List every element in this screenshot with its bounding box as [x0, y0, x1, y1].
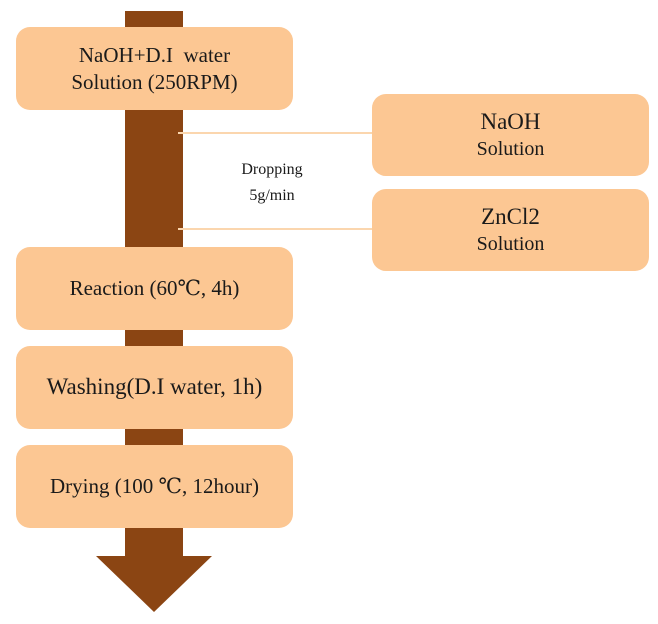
- step-line: Washing(D.I water, 1h): [46, 374, 263, 400]
- step-line: Drying (100 ℃, 12hour): [50, 474, 259, 499]
- dropping-label: Dropping: [241, 161, 303, 178]
- dropping-rate: 5g/min: [249, 187, 295, 204]
- step-washing: Washing(D.I water, 1h): [16, 346, 293, 429]
- input-line: Solution: [476, 137, 545, 160]
- input-zncl2-solution: ZnCl2 Solution: [372, 189, 649, 271]
- step-line: Reaction (60℃, 4h): [69, 276, 240, 301]
- connector-zncl2: [178, 228, 372, 230]
- input-line: NaOH: [480, 109, 541, 135]
- input-naoh-solution: NaOH Solution: [372, 94, 649, 176]
- step-drying: Drying (100 ℃, 12hour): [16, 445, 293, 528]
- input-line: Solution: [476, 232, 545, 255]
- arrow-head: [96, 556, 212, 612]
- dropping-note: Dropping 5g/min: [222, 157, 322, 209]
- step-line: NaOH+D.I water: [78, 43, 231, 68]
- input-line: ZnCl2: [481, 204, 540, 230]
- step-line: Solution (250RPM): [71, 69, 238, 94]
- step-naoh-di-water: NaOH+D.I water Solution (250RPM): [16, 27, 293, 110]
- step-reaction: Reaction (60℃, 4h): [16, 247, 293, 330]
- connector-naoh: [178, 132, 372, 134]
